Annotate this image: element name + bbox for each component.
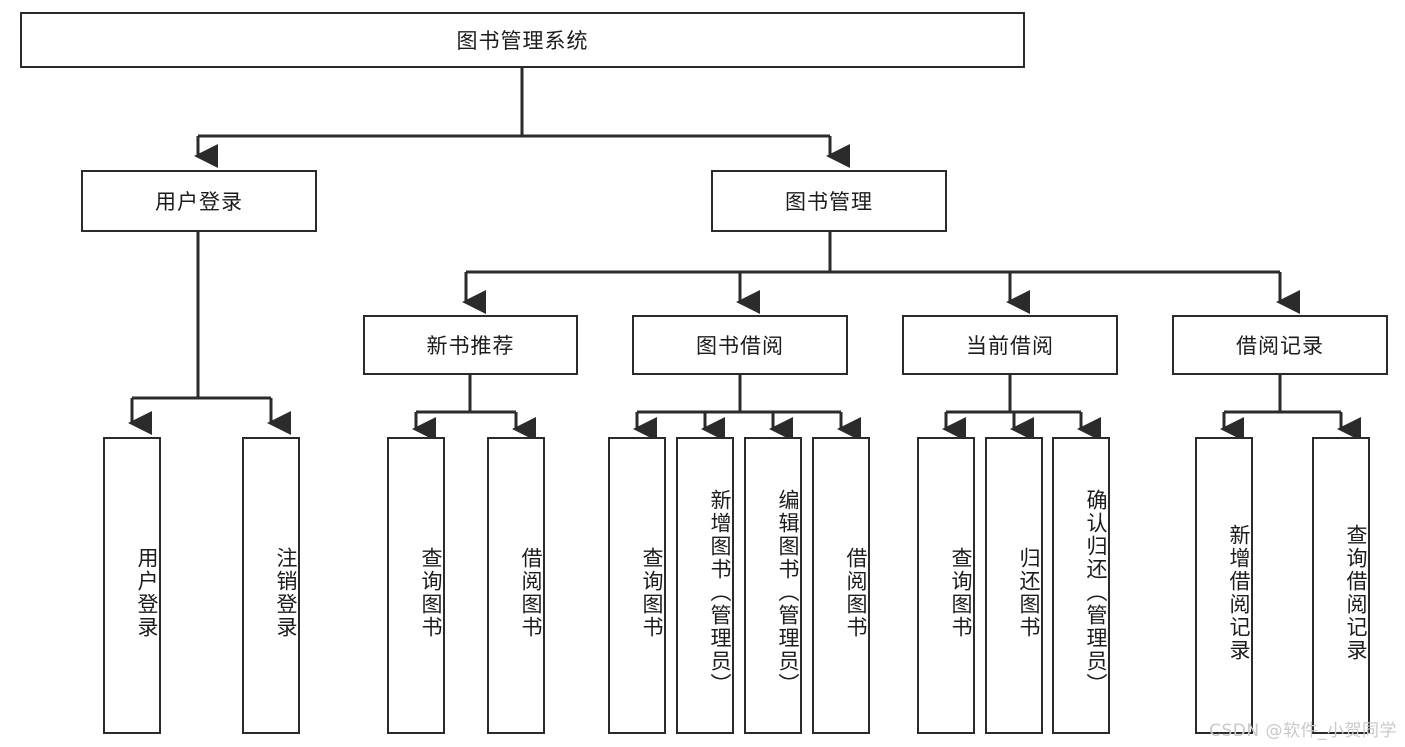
node-label: 图书管理 [785,190,873,214]
node-label: 查询图书 [949,546,973,639]
node-borrow-record[interactable]: 借阅记录 [1172,315,1388,375]
node-current-borrow[interactable]: 当前借阅 [902,315,1118,375]
node-leaf-add-book-admin[interactable]: 新增图书（管理员） [676,437,734,734]
node-label: 查询图书 [640,546,664,639]
node-label: 借阅图书 [844,546,868,639]
node-label: 新书推荐 [426,334,515,358]
node-leaf-query-borrow-record[interactable]: 查询借阅记录 [1312,437,1370,734]
node-label: 确认归还（管理员） [1084,489,1108,696]
node-book-management[interactable]: 图书管理 [711,170,947,232]
node-leaf-return-book[interactable]: 归还图书 [985,437,1043,734]
node-leaf-add-borrow-record[interactable]: 新增借阅记录 [1195,437,1253,734]
node-label: 借阅图书 [519,546,543,639]
node-leaf-edit-book-admin[interactable]: 编辑图书（管理员） [744,437,802,734]
node-label: 图书管理系统 [456,29,589,53]
node-new-book-recommend[interactable]: 新书推荐 [363,315,578,375]
node-label: 图书借阅 [696,334,784,358]
node-label: 查询图书 [419,546,443,639]
watermark: CSDN @软件_小贺同学 [1209,721,1397,741]
node-leaf-query-book-recommend[interactable]: 查询图书 [387,437,445,734]
node-leaf-confirm-return-admin[interactable]: 确认归还（管理员） [1052,437,1110,734]
node-book-borrow[interactable]: 图书借阅 [632,315,848,375]
node-label: 查询借阅记录 [1344,523,1368,662]
node-label: 新增借阅记录 [1227,523,1251,662]
node-label: 新增图书（管理员） [708,489,732,696]
node-leaf-borrow-book[interactable]: 借阅图书 [812,437,870,734]
node-label: 借阅记录 [1236,334,1324,358]
node-label: 注销登录 [274,546,298,639]
node-leaf-logout[interactable]: 注销登录 [242,437,300,734]
node-leaf-query-book-current[interactable]: 查询图书 [917,437,975,734]
node-label: 归还图书 [1017,546,1041,639]
node-label: 用户登录 [135,546,159,639]
node-label: 编辑图书（管理员） [776,489,800,696]
node-leaf-user-login[interactable]: 用户登录 [103,437,161,734]
node-label: 当前借阅 [966,334,1054,358]
node-user-login[interactable]: 用户登录 [81,170,317,232]
node-label: 用户登录 [155,190,243,214]
node-leaf-query-book-borrow[interactable]: 查询图书 [608,437,666,734]
node-leaf-borrow-book-recommend[interactable]: 借阅图书 [487,437,545,734]
node-root-book-management-system[interactable]: 图书管理系统 [20,12,1025,68]
